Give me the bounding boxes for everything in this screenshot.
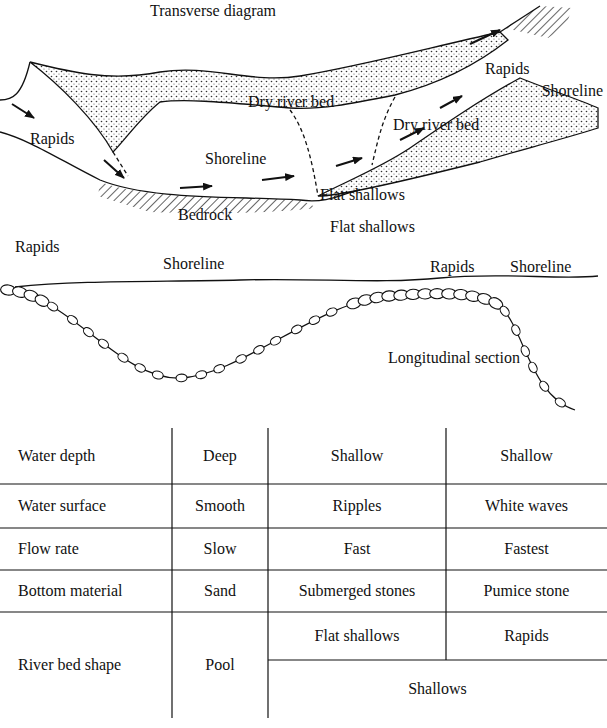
table-cell: Shallows: [268, 660, 607, 718]
region-label: Bedrock: [178, 206, 232, 224]
region-label: Rapids: [485, 60, 529, 78]
stone: [46, 300, 59, 312]
table-cell: Deep: [172, 428, 268, 484]
stone: [234, 353, 247, 365]
table-cell: White waves: [446, 484, 607, 528]
table-cell: Pool: [172, 612, 268, 718]
stone: [290, 323, 303, 335]
stone: [269, 335, 282, 347]
stone: [510, 323, 522, 336]
row-header: Bottom material: [0, 570, 172, 612]
table-cell: Rapids: [446, 612, 607, 660]
stone: [554, 396, 567, 408]
stone: [116, 352, 129, 364]
row-header: River bed shape: [0, 612, 172, 718]
diagram-title: Transverse diagram: [150, 2, 276, 20]
stone: [195, 370, 208, 380]
stone: [527, 361, 539, 374]
dashed-boundary: [113, 152, 128, 176]
row-header: Water surface: [0, 484, 172, 528]
stones: [0, 284, 567, 409]
stone: [213, 363, 226, 374]
stone: [520, 345, 531, 358]
table-cell: Shallow: [268, 428, 446, 484]
table-cell: Shallow: [446, 428, 607, 484]
table-cell: Pumice stone: [446, 570, 607, 612]
stone: [151, 370, 164, 380]
table-cell: Fast: [268, 528, 446, 570]
table-cell: Flat shallows: [268, 612, 446, 660]
table-cell: Fastest: [446, 528, 607, 570]
river-bed-line: [8, 290, 575, 410]
region-label: Flat shallows: [330, 218, 415, 236]
dashed-boundary: [372, 97, 395, 165]
diagram-title: Longitudinal section: [388, 349, 520, 367]
region-label: Shoreline: [205, 150, 266, 168]
flow-arrows: [12, 30, 500, 188]
stone: [134, 362, 147, 374]
bank-line: [0, 62, 30, 100]
stone: [538, 380, 551, 393]
region-label: Rapids: [30, 130, 74, 148]
section-label: Rapids: [15, 238, 59, 256]
stone: [252, 344, 265, 356]
stone: [82, 326, 95, 339]
stone: [498, 305, 511, 318]
table-cell: Sand: [172, 570, 268, 612]
stone: [176, 374, 187, 382]
table-cell: Smooth: [172, 484, 268, 528]
table-grid: [0, 428, 607, 718]
section-label: Rapids: [430, 258, 474, 276]
dashed-boundary: [290, 110, 318, 196]
region-label: Shoreline: [542, 82, 603, 100]
stone: [325, 306, 338, 317]
row-header: Flow rate: [0, 528, 172, 570]
table-cell: Ripples: [268, 484, 446, 528]
stone: [308, 314, 321, 326]
water-surface-line: [15, 276, 598, 287]
row-header: Water depth: [0, 428, 172, 484]
section-label: Shoreline: [163, 255, 224, 273]
stone: [66, 314, 79, 327]
region-label: Dry river bed: [393, 116, 479, 134]
table-cell: Slow: [172, 528, 268, 570]
region-label: Dry river bed: [248, 93, 334, 111]
region-label: Flat shallows: [320, 186, 405, 204]
stone: [97, 337, 110, 350]
table-cell: Submerged stones: [268, 570, 446, 612]
section-label: Shoreline: [510, 258, 571, 276]
